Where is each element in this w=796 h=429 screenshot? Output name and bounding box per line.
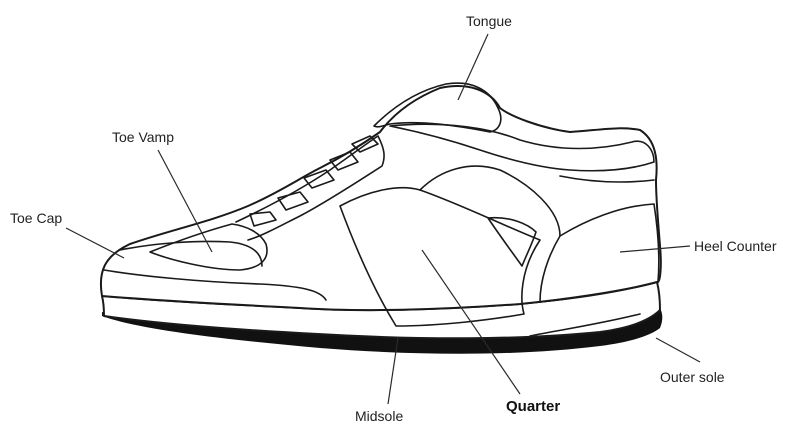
label-toe-cap: Toe Cap bbox=[10, 210, 62, 226]
label-heel-counter: Heel Counter bbox=[694, 238, 777, 254]
label-quarter: Quarter bbox=[506, 399, 560, 415]
label-toe-vamp: Toe Vamp bbox=[112, 129, 174, 145]
leader-toe-cap bbox=[66, 228, 124, 258]
label-outer-sole: Outer sole bbox=[660, 369, 725, 385]
label-midsole: Midsole bbox=[355, 408, 403, 424]
label-tongue: Tongue bbox=[466, 13, 512, 29]
leader-outer-sole bbox=[656, 338, 700, 362]
